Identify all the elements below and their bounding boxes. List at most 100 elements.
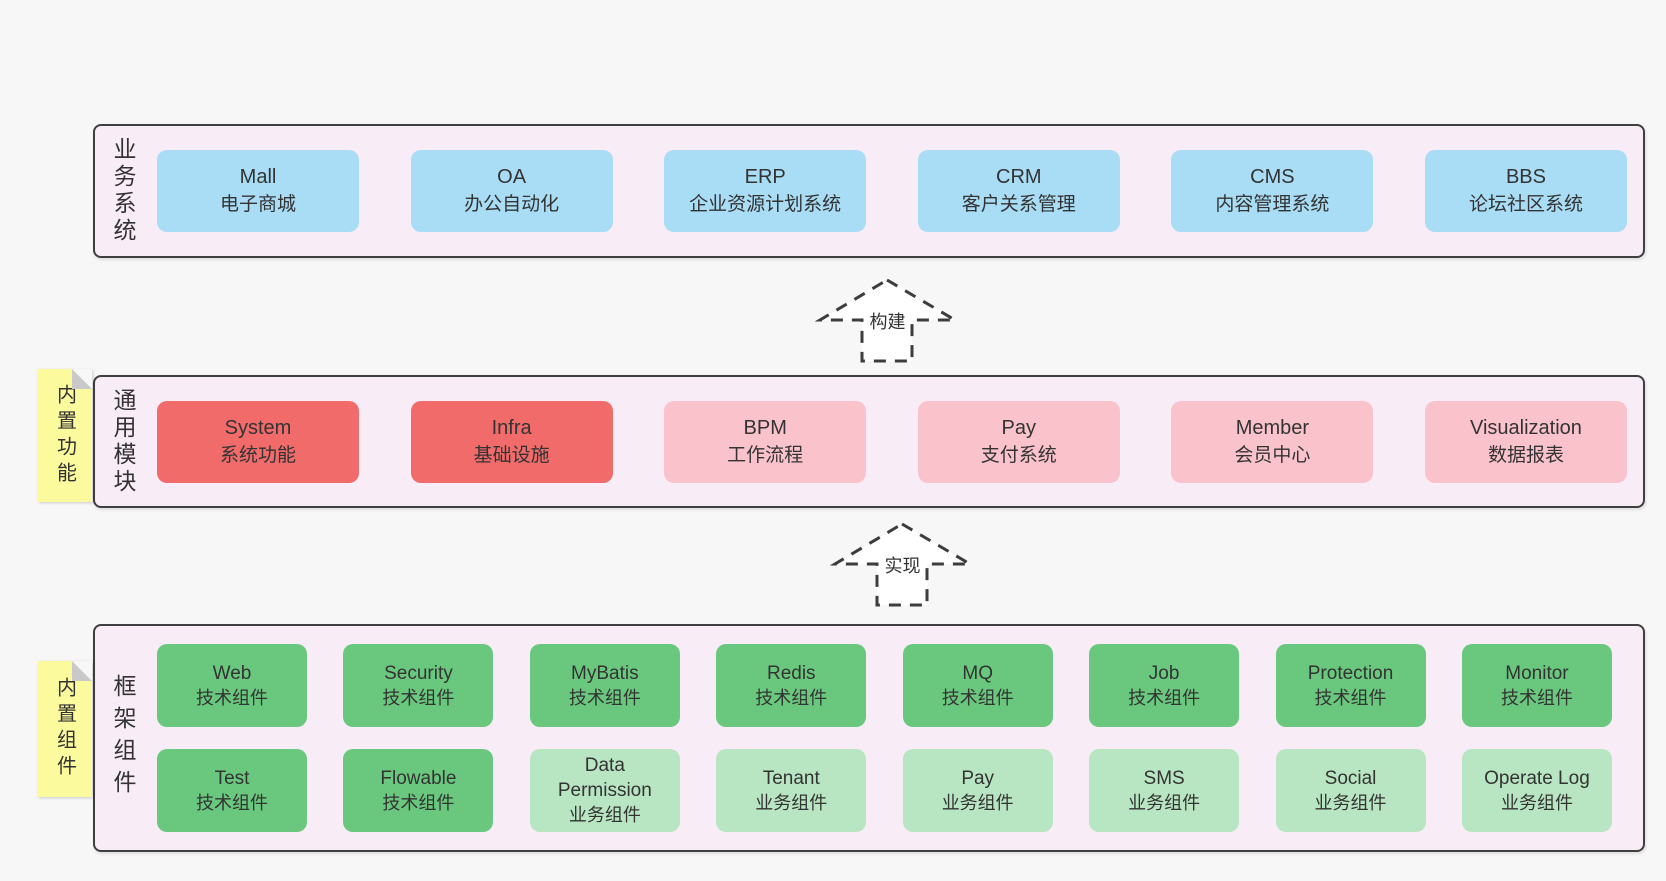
box-title: Redis (766, 662, 816, 684)
box-subtitle: 企业资源计划系统 (689, 194, 842, 215)
band-business-label-text: 业务系统 (110, 137, 136, 245)
components-row-1: Web 技术组件 Security 技术组件 MyBatis 技术组件 Redi… (157, 644, 1612, 727)
box-redis: Redis 技术组件 (716, 644, 867, 727)
box-subtitle: 技术组件 (196, 687, 268, 708)
box-social: Social 业务组件 (1275, 749, 1426, 832)
band-modules-boxes: System 系统功能 Infra 基础设施 BPM 工作流程 Pay 支付系统… (151, 377, 1643, 506)
box-title: Security (384, 662, 453, 684)
band-components-grid: Web 技术组件 Security 技术组件 MyBatis 技术组件 Redi… (151, 626, 1643, 850)
box-monitor: Monitor 技术组件 (1461, 644, 1612, 727)
box-visualization: Visualization 数据报表 (1424, 400, 1627, 483)
box-bpm: BPM 工作流程 (664, 400, 867, 483)
arrow-build-label: 构建 (866, 308, 909, 334)
box-mq: MQ 技术组件 (902, 644, 1053, 727)
band-common-modules: 通用模块 System 系统功能 Infra 基础设施 BPM 工作流程 Pay… (93, 375, 1645, 508)
box-title: Protection (1307, 662, 1394, 684)
box-flowable: Flowable 技术组件 (343, 749, 494, 832)
box-title: BBS (1505, 166, 1546, 188)
box-title: CRM (996, 166, 1042, 188)
box-oa: OA 办公自动化 (410, 150, 613, 232)
box-subtitle: 技术组件 (755, 687, 828, 708)
sticky-built-in-components: 内置组件 (38, 661, 92, 797)
box-subtitle: 技术组件 (382, 792, 455, 813)
box-subtitle: 业务组件 (755, 792, 828, 813)
box-title: BPM (743, 416, 787, 439)
box-erp: ERP 企业资源计划系统 (664, 150, 867, 232)
box-title: Infra (491, 416, 532, 439)
box-title: Member (1235, 416, 1310, 439)
box-title: Operate Log (1484, 767, 1590, 789)
box-title: Flowable (380, 767, 457, 789)
box-sms: SMS 业务组件 (1089, 749, 1240, 832)
box-subtitle: 业务组件 (1314, 792, 1387, 813)
box-title: Visualization (1470, 416, 1582, 439)
box-title: Tenant (762, 767, 820, 789)
sticky-built-in-features-text: 内置功能 (53, 383, 76, 488)
box-subtitle: 业务组件 (1500, 792, 1573, 813)
band-framework-components: 框架组件 Web 技术组件 Security 技术组件 MyBatis 技术组件… (93, 624, 1645, 852)
box-protection: Protection 技术组件 (1275, 644, 1426, 727)
box-subtitle: 业务组件 (568, 805, 641, 825)
box-subtitle: 数据报表 (1487, 444, 1564, 466)
box-mybatis: MyBatis 技术组件 (529, 644, 680, 727)
arrow-implement: 实现 (830, 521, 975, 608)
box-title: OA (497, 166, 527, 188)
box-crm: CRM 客户关系管理 (917, 150, 1120, 232)
box-cms: CMS 内容管理系统 (1171, 150, 1374, 232)
box-subtitle: 技术组件 (1500, 687, 1573, 708)
box-pay-component: Pay 业务组件 (902, 749, 1053, 832)
box-subtitle: 技术组件 (1314, 687, 1387, 708)
box-title: Web (212, 662, 252, 684)
box-subtitle: 技术组件 (196, 792, 268, 813)
box-title: CMS (1250, 166, 1295, 188)
box-subtitle: 技术组件 (568, 687, 641, 708)
box-title: System (224, 416, 292, 439)
box-subtitle: 客户关系管理 (961, 194, 1076, 215)
band-business-label: 业务系统 (95, 126, 151, 256)
box-subtitle: 基础设施 (473, 444, 550, 466)
box-subtitle: 业务组件 (941, 792, 1014, 813)
box-infra: Infra 基础设施 (410, 400, 613, 483)
components-row-2: Test 技术组件 Flowable 技术组件 Data Permission … (157, 749, 1612, 832)
box-security: Security 技术组件 (343, 644, 494, 727)
box-subtitle: 系统功能 (219, 444, 296, 466)
arrow-build: 构建 (815, 277, 960, 364)
band-modules-label-text: 通用模块 (110, 387, 136, 496)
box-tenant: Tenant 业务组件 (716, 749, 867, 832)
box-title: Pay (1001, 416, 1037, 439)
box-subtitle: 电子商城 (219, 194, 296, 215)
box-subtitle: 论坛社区系统 (1468, 194, 1583, 215)
box-title: Data Permission (557, 755, 652, 801)
box-operate-log: Operate Log 业务组件 (1461, 749, 1612, 832)
box-member: Member 会员中心 (1171, 400, 1374, 483)
box-bbs: BBS 论坛社区系统 (1424, 150, 1627, 232)
box-title: Job (1148, 662, 1180, 684)
band-business-boxes: Mall 电子商城 OA 办公自动化 ERP 企业资源计划系统 CRM 客户关系… (151, 126, 1643, 256)
box-subtitle: 工作流程 (727, 444, 804, 466)
box-subtitle: 支付系统 (980, 444, 1057, 466)
box-system: System 系统功能 (157, 400, 359, 483)
box-mall: Mall 电子商城 (157, 150, 359, 232)
sticky-built-in-components-text: 内置组件 (53, 677, 76, 781)
box-subtitle: 技术组件 (941, 687, 1014, 708)
band-components-label-text: 框架组件 (110, 674, 136, 802)
band-components-label: 框架组件 (95, 626, 151, 850)
box-title: ERP (744, 166, 786, 188)
box-data-permission: Data Permission 业务组件 (529, 749, 680, 832)
box-subtitle: 办公自动化 (464, 194, 560, 215)
band-business-systems: 业务系统 Mall 电子商城 OA 办公自动化 ERP 企业资源计划系统 CRM… (93, 124, 1645, 258)
box-title: Monitor (1505, 662, 1569, 684)
box-job: Job 技术组件 (1089, 644, 1240, 727)
box-web: Web 技术组件 (157, 644, 307, 727)
box-title: Social (1324, 767, 1377, 789)
box-subtitle: 技术组件 (382, 687, 455, 708)
box-title: Test (214, 767, 250, 789)
box-test: Test 技术组件 (157, 749, 307, 832)
box-title: SMS (1143, 767, 1185, 789)
box-title: Pay (961, 767, 995, 789)
arrow-implement-label: 实现 (881, 552, 924, 578)
box-subtitle: 内容管理系统 (1215, 194, 1330, 215)
box-subtitle: 会员中心 (1234, 444, 1311, 466)
sticky-built-in-features: 内置功能 (38, 369, 92, 502)
